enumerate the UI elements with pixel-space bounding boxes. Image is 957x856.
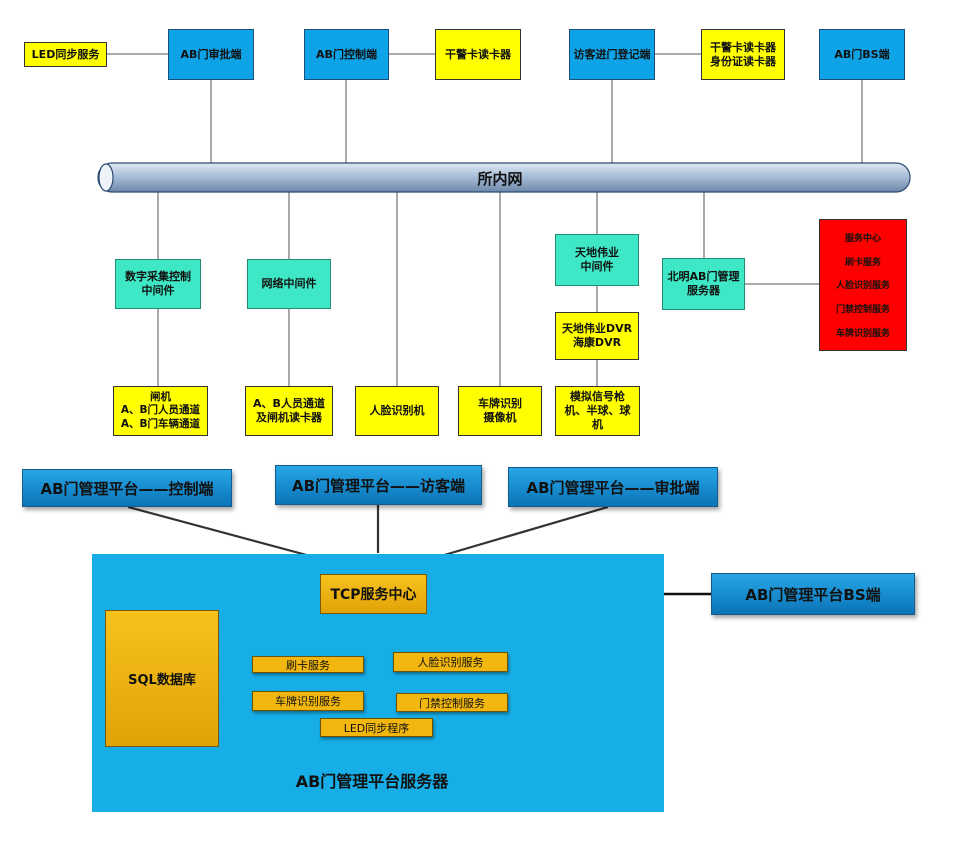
police-card-reader-node: 干警卡读卡器: [435, 29, 521, 80]
services-list-box: 服务中心 刷卡服务 人脸识别服务 门禁控制服务 车牌识别服务: [819, 219, 907, 351]
door-control-service-box: 门禁控制服务: [396, 693, 508, 712]
analog-camera-node: 模拟信号枪 机、半球、球 机: [555, 386, 640, 436]
ab-door-bs-client-node: AB门BS端: [819, 29, 905, 80]
sql-database: SQL数据库: [105, 610, 219, 747]
services-list-item: 服务中心: [844, 234, 881, 245]
dvr-node: 天地伟业DVR 海康DVR: [555, 312, 639, 360]
network-middleware-node: 网络中间件: [247, 259, 331, 309]
digital-acquisition-middleware-node: 数字采集控制 中间件: [115, 259, 201, 309]
services-list-item: 车牌识别服务: [835, 328, 890, 339]
tiandy-middleware-node: 天地伟业 中间件: [555, 234, 639, 286]
platform-bs-client: AB门管理平台BS端: [711, 573, 915, 615]
police-and-id-card-reader-node: 干警卡读卡器 身份证读卡器: [701, 29, 785, 80]
plate-service-box: 车牌识别服务: [252, 691, 364, 711]
ab-channel-reader-node: A、B人员通道 及闸机读卡器: [245, 386, 333, 436]
intranet-bus-label: 所内网: [477, 170, 523, 188]
face-service-box: 人脸识别服务: [393, 652, 508, 672]
turnstile-gate-node: 闸机 A、B门人员通道 A、B门车辆通道: [113, 386, 208, 436]
platform-control-client: AB门管理平台——控制端: [22, 469, 232, 507]
face-recognition-device-node: 人脸识别机: [355, 386, 439, 436]
visitor-registration-client-node: 访客进门登记端: [569, 29, 655, 80]
plate-recognition-camera-node: 车牌识别 摄像机: [458, 386, 542, 436]
led-sync-program-box: LED同步程序: [320, 718, 433, 737]
ab-door-control-client-node: AB门控制端: [304, 29, 389, 80]
ab-door-approval-client-node: AB门审批端: [168, 29, 254, 80]
services-list-item: 门禁控制服务: [835, 305, 890, 316]
led-sync-service-node: LED同步服务: [24, 42, 107, 67]
beiming-ab-door-server-node: 北明AB门管理 服务器: [662, 258, 745, 310]
platform-visitor-client: AB门管理平台——访客端: [275, 465, 482, 505]
services-list-item: 刷卡服务: [844, 257, 881, 268]
card-service-box: 刷卡服务: [252, 656, 364, 673]
platform-server-title: AB门管理平台服务器: [295, 772, 449, 791]
tcp-service-center: TCP服务中心: [320, 574, 427, 614]
services-list-item: 人脸识别服务: [835, 281, 890, 292]
platform-approval-client: AB门管理平台——审批端: [508, 467, 718, 507]
